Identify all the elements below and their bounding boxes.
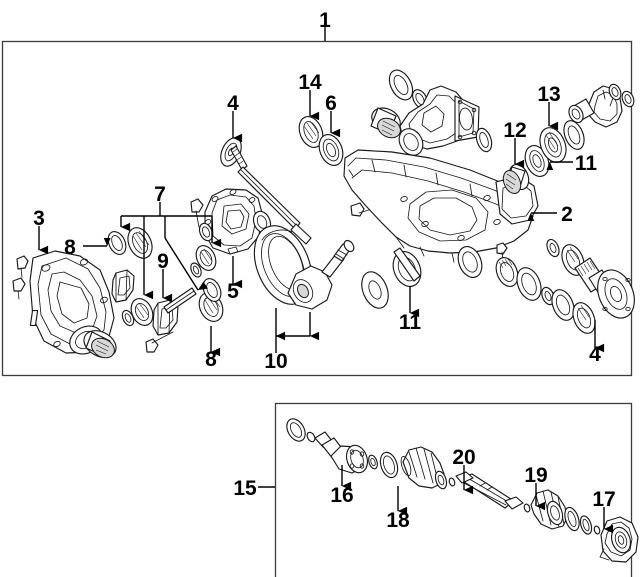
callout-label-19: 19: [524, 464, 547, 487]
part-side-bearing-a: [127, 227, 153, 259]
part-clip-ring-c: [523, 503, 531, 513]
part-bearing-cap-bolt-upper: [190, 198, 204, 228]
part-axle-shaft-right: [574, 257, 635, 319]
part-clip-ring-b: [448, 477, 456, 487]
part-inner-cv-boot: [530, 489, 568, 530]
part-boot-clamp-a: [379, 451, 399, 479]
part-bearing-ring-upper: [388, 69, 414, 101]
part-snap-ring: [286, 418, 306, 442]
lower-panel-border: [274, 402, 633, 577]
part-ring-gear-spacer: [298, 116, 324, 148]
part-differential-case: [198, 188, 272, 255]
part-outer-cv-joint: [314, 431, 369, 474]
upper-panel-border: [1, 40, 633, 377]
upper-panel-artwork: [12, 69, 635, 359]
callout-label-4a: 4: [227, 92, 239, 115]
part-side-bearing-c: [195, 245, 217, 271]
part-bearing-cap-bolt-lower: [145, 331, 174, 353]
part-clip-ring-a: [368, 454, 378, 470]
callout-label-11b: 11: [399, 311, 422, 334]
callout-label-18: 18: [386, 509, 410, 532]
part-washer-outer: [306, 431, 316, 443]
part-inner-cv-joint-housing: [599, 516, 639, 563]
part-pinion-shaft-pin: [163, 287, 197, 314]
part-differential-case-housing: [343, 149, 539, 287]
callout-labels: 1 2 3 4 4 5 6 7 8 8 9 10 11 11 12 13 14 …: [33, 9, 616, 532]
callout-label-9: 9: [157, 250, 169, 273]
part-axle-shaft-left: [220, 137, 312, 245]
callout-label-4b: 4: [589, 343, 601, 366]
callout-label-15: 15: [233, 477, 257, 500]
leader-10: [275, 308, 320, 353]
part-collapsible-spacer: [502, 163, 530, 195]
part-outer-cv-boot: [400, 446, 448, 490]
callout-label-17: 17: [592, 488, 615, 511]
callout-label-3: 3: [33, 207, 45, 230]
part-drive-pinion-gear: [287, 239, 355, 310]
callout-label-8b: 8: [205, 348, 217, 371]
part-side-bearing-race-upper: [107, 231, 127, 255]
callout-label-20: 20: [452, 446, 475, 469]
callout-label-12: 12: [503, 119, 526, 142]
part-bearing-shim: [563, 120, 585, 150]
part-bushing-cylinder: [370, 107, 401, 139]
callout-label-2: 2: [561, 203, 573, 226]
callout-label-11a: 11: [575, 152, 598, 175]
callout-label-14: 14: [298, 71, 322, 94]
callout-label-10: 10: [264, 350, 287, 373]
callout-label-13: 13: [537, 83, 560, 106]
part-pinion-bearing-stack: [495, 238, 596, 334]
callout-label-16: 16: [330, 484, 353, 507]
lower-panel-artwork: [286, 418, 639, 563]
part-washer-inner-b: [579, 515, 593, 535]
part-carrier-bushing: [83, 330, 117, 359]
callout-leaders: [38, 26, 614, 534]
part-axle-shaft-bar: [455, 471, 524, 510]
callout-label-1: 1: [319, 9, 331, 32]
leader-7: [120, 202, 222, 300]
part-clip-ring-d: [593, 525, 601, 535]
callout-label-8a: 8: [64, 236, 76, 259]
part-oil-seal: [318, 134, 344, 166]
callout-label-7: 7: [154, 183, 166, 206]
part-washer-inner-a: [564, 506, 580, 532]
part-bearing-washer-left: [361, 271, 389, 309]
part-bearing-cap-upper: [111, 269, 135, 303]
part-pinion-flange-yoke: [568, 83, 635, 128]
part-differential-mount-bracket: [398, 85, 493, 156]
callout-label-5: 5: [227, 280, 239, 303]
callout-label-6: 6: [325, 92, 337, 115]
